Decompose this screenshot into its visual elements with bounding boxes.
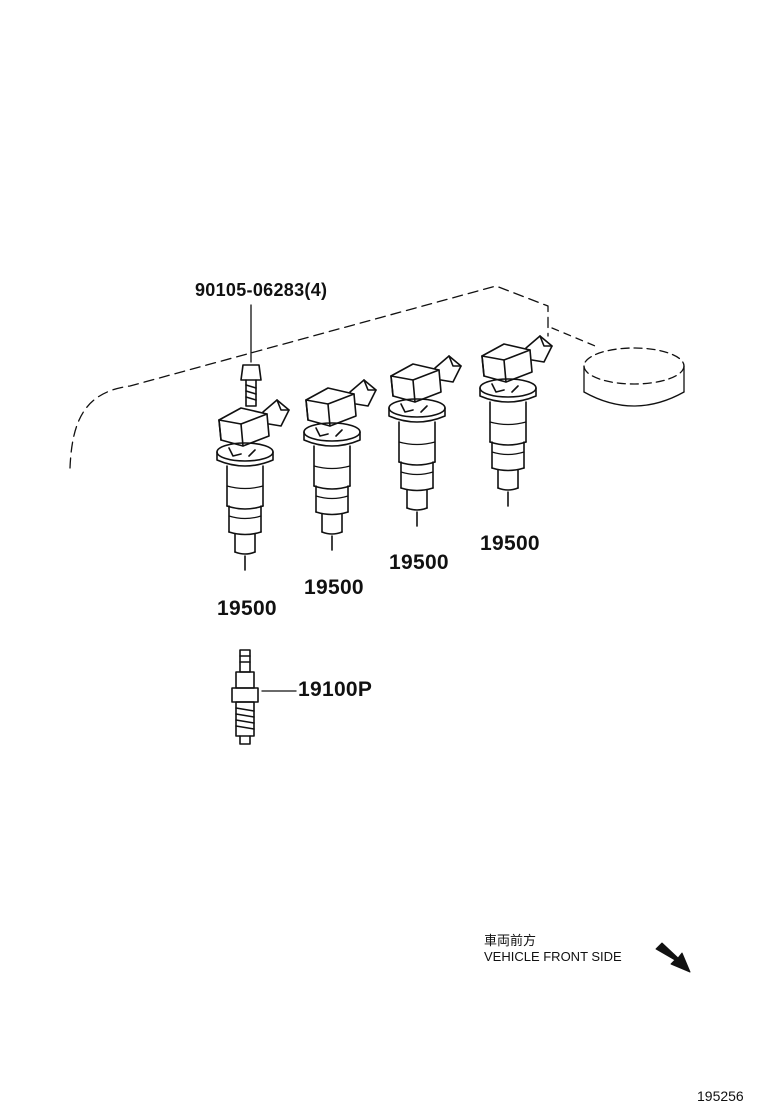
bolt-part-number[interactable]: 90105-06283(4) — [195, 280, 328, 300]
ignition-coil-3[interactable] — [388, 355, 462, 527]
coil-4-part-number[interactable]: 19500 — [480, 532, 540, 555]
direction-label-en: VEHICLE FRONT SIDE — [484, 949, 622, 964]
cylinder-head-outline — [69, 285, 685, 469]
spark-plug-part-number[interactable]: 19100P — [298, 678, 373, 701]
oil-filler-cap — [583, 347, 685, 407]
coil-2-part-number[interactable]: 19500 — [304, 576, 364, 599]
bolt-drawing — [240, 304, 262, 407]
ignition-coil-1[interactable] — [216, 399, 290, 571]
coil-1-part-number[interactable]: 19500 — [217, 597, 277, 620]
arrow-down-right-icon — [655, 942, 691, 973]
ignition-coil-2[interactable] — [303, 379, 377, 551]
illustration-number: 195256 — [697, 1088, 744, 1104]
direction-label-jp: 車両前方 — [484, 933, 537, 948]
spark-plug-drawing[interactable] — [231, 649, 259, 745]
ignition-coil-4[interactable] — [479, 335, 553, 507]
coil-3-part-number[interactable]: 19500 — [389, 551, 449, 574]
